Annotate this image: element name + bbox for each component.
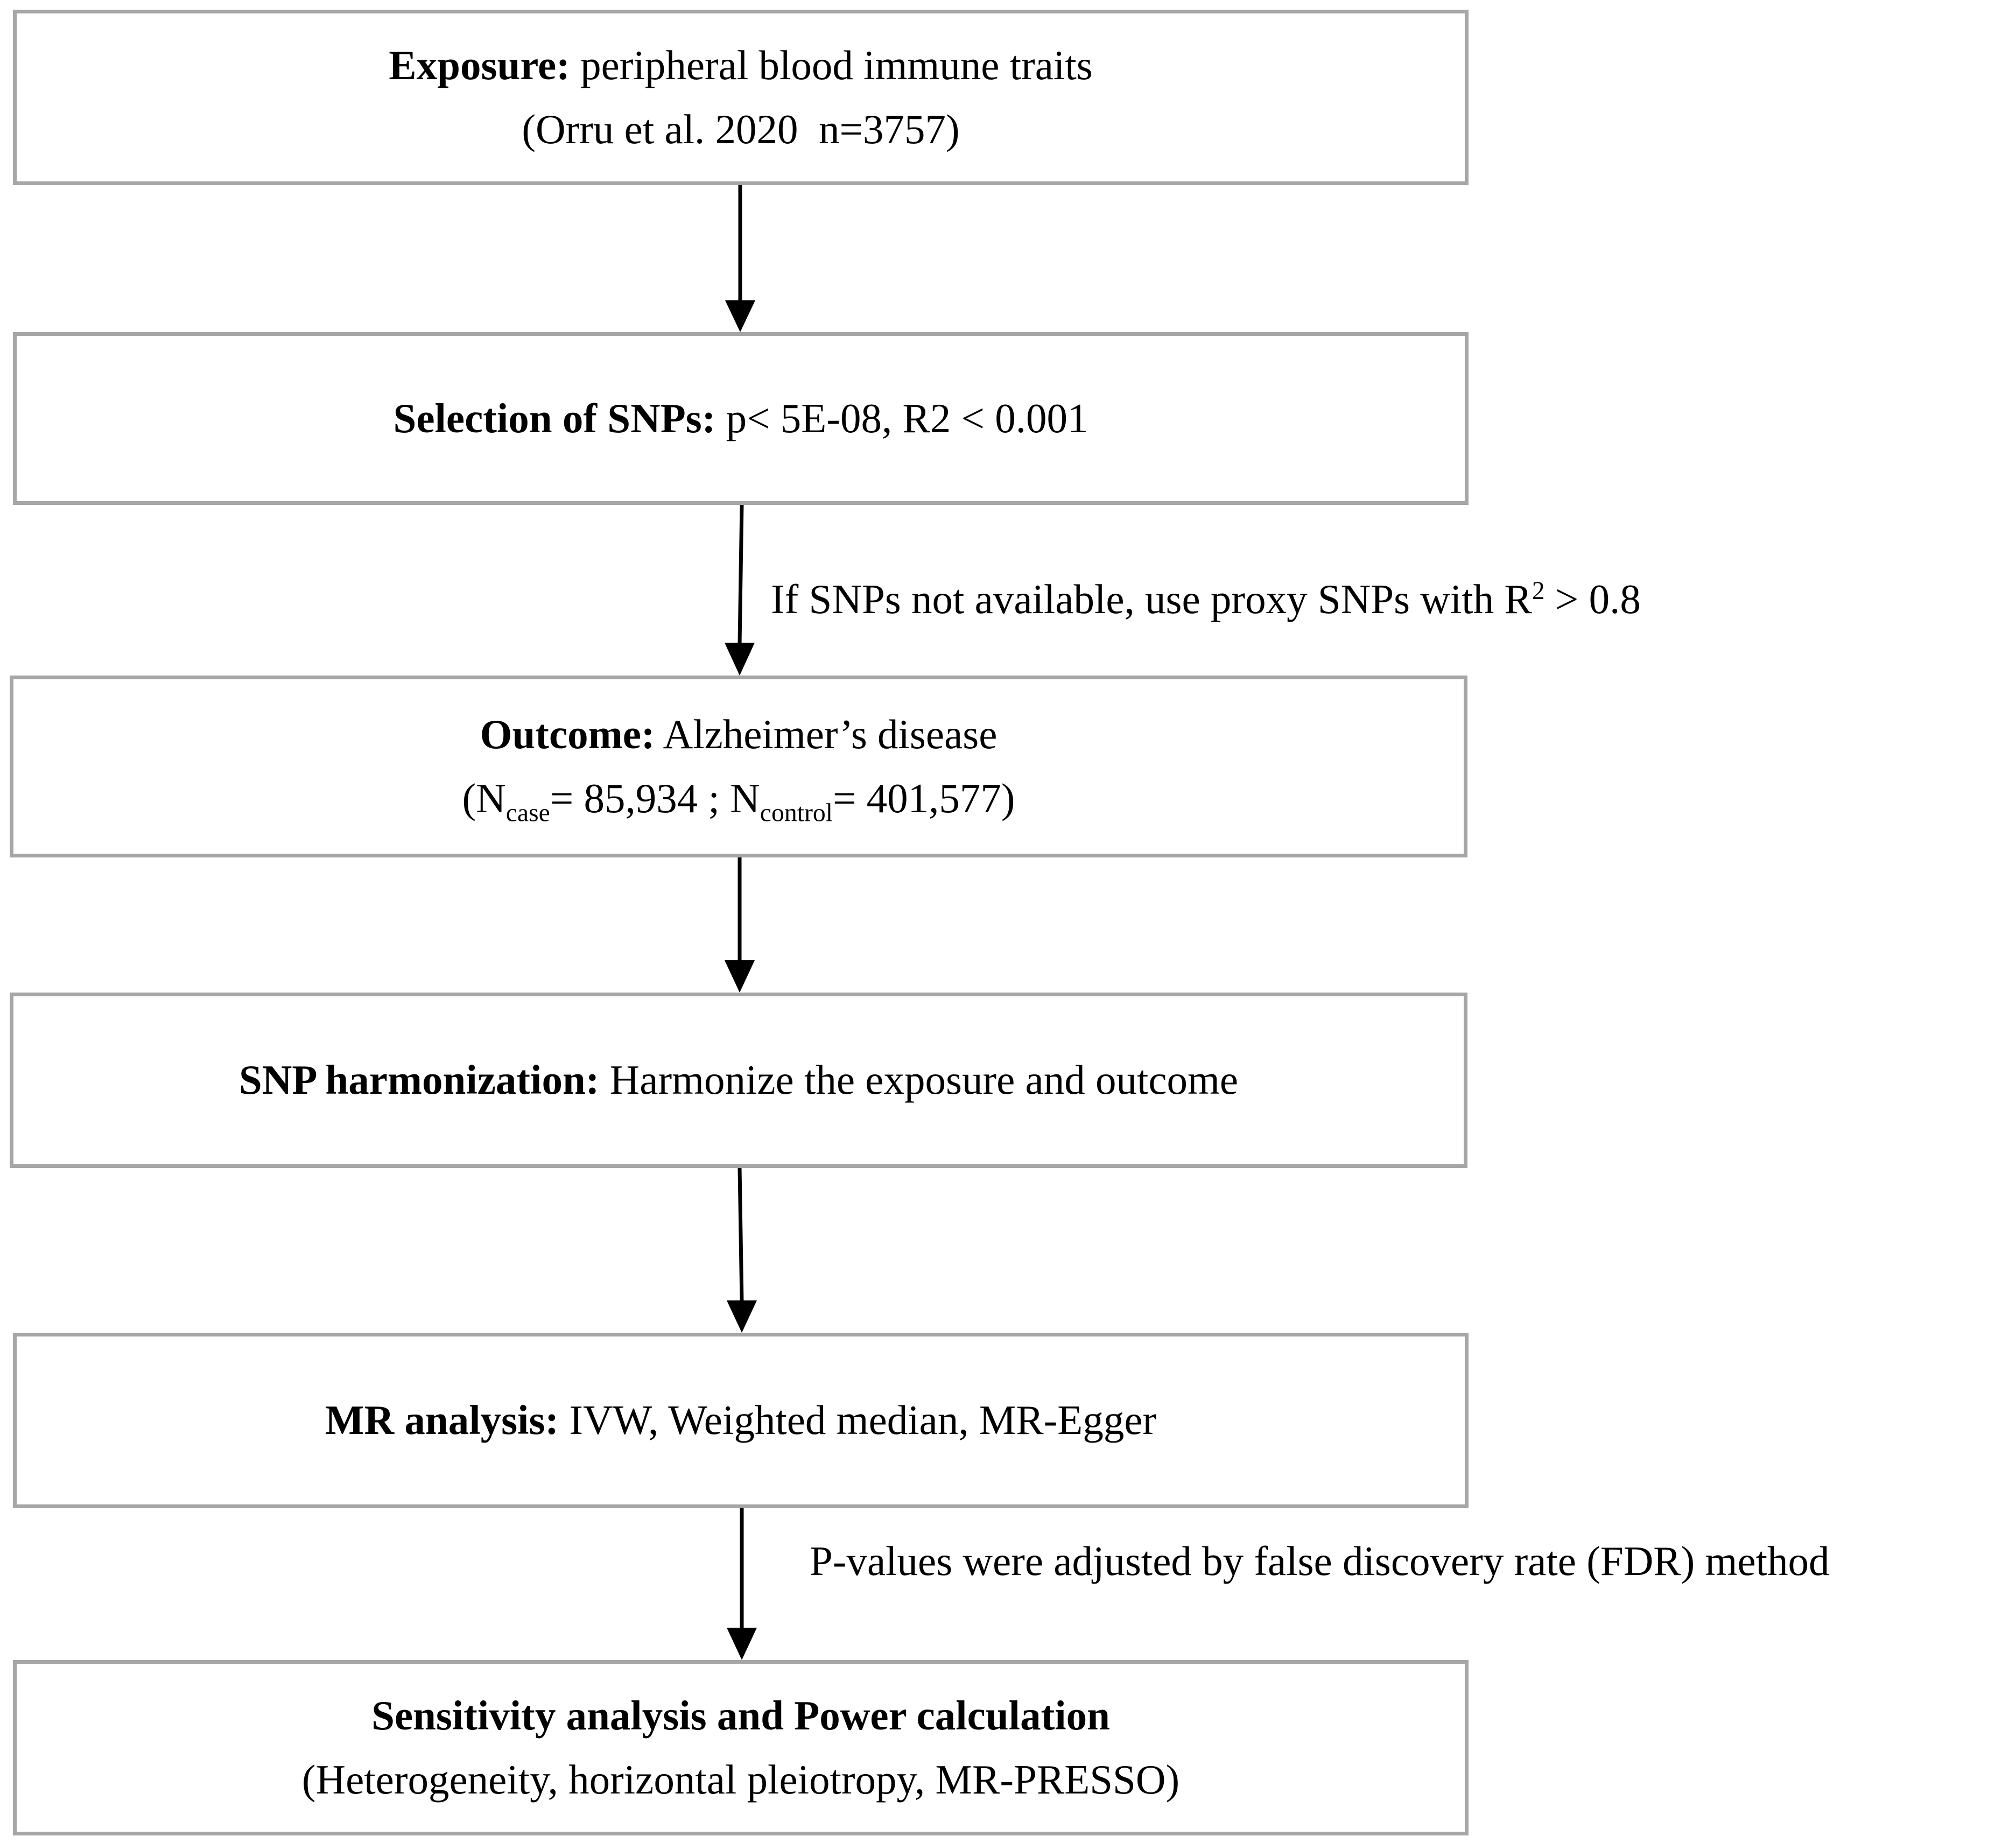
fdr-note: P-values were adjusted by false discover…: [810, 1540, 1830, 1582]
arrow-selection-to-outcome: [725, 504, 755, 676]
outcome-line-2: (Ncase= 85,934 ; Ncontrol= 401,577): [462, 766, 1015, 831]
proxy-note-suffix: > 0.8: [1544, 576, 1641, 622]
outcome-text: Alzheimer’s disease: [663, 711, 998, 757]
sensitivity-box: Sensitivity analysis and Power calculati…: [13, 1660, 1469, 1835]
harmonization-text: Harmonize the exposure and outcome: [609, 1057, 1239, 1103]
fdr-note-text: P-values were adjusted by false discover…: [810, 1538, 1830, 1584]
harmonization-line: SNP harmonization: Harmonize the exposur…: [239, 1048, 1238, 1112]
arrow-harmonization-to-mr-analysis: [727, 1167, 757, 1333]
sensitivity-label: Sensitivity analysis and Power calculati…: [371, 1692, 1110, 1739]
mr-analysis-text: IVW, Weighted median, MR-Egger: [569, 1397, 1157, 1444]
outcome-line-1: Outcome: Alzheimer’s disease: [480, 702, 998, 766]
mr-analysis-label: MR analysis:: [325, 1397, 559, 1444]
mr-analysis-line: MR analysis: IVW, Weighted median, MR-Eg…: [325, 1388, 1156, 1452]
exposure-label: Exposure:: [389, 41, 570, 88]
exposure-text: peripheral blood immune traits: [580, 41, 1093, 88]
exposure-box: Exposure: peripheral blood immune traits…: [13, 10, 1469, 185]
outcome-control-subscript: control: [760, 798, 833, 827]
outcome-open: (N: [462, 775, 506, 821]
harmonization-box: SNP harmonization: Harmonize the exposur…: [10, 993, 1467, 1168]
mr-analysis-box: MR analysis: IVW, Weighted median, MR-Eg…: [13, 1333, 1469, 1508]
outcome-control-value: = 401,577): [832, 775, 1015, 821]
sensitivity-line-1: Sensitivity analysis and Power calculati…: [371, 1684, 1110, 1748]
sensitivity-line-2: (Heterogeneity, horizontal pleiotropy, M…: [301, 1756, 1180, 1803]
proxy-note-text: If SNPs not available, use proxy SNPs wi…: [771, 576, 1532, 622]
proxy-note-superscript: 2: [1532, 576, 1545, 605]
outcome-label: Outcome:: [480, 711, 655, 757]
outcome-box: Outcome: Alzheimer’s disease (Ncase= 85,…: [10, 676, 1467, 857]
exposure-line-2: (Orru et al. 2020 n=3757): [522, 106, 960, 152]
selection-text: p< 5E-08, R2 < 0.001: [726, 395, 1088, 441]
selection-label: Selection of SNPs:: [393, 395, 716, 441]
arrow-exposure-to-selection: [725, 185, 755, 332]
selection-box: Selection of SNPs: p< 5E-08, R2 < 0.001: [13, 332, 1469, 505]
outcome-case-subscript: case: [505, 798, 550, 827]
outcome-case-value: = 85,934 ; N: [550, 775, 760, 821]
proxy-note: If SNPs not available, use proxy SNPs wi…: [771, 576, 1641, 622]
exposure-line-1: Exposure: peripheral blood immune traits: [389, 33, 1092, 97]
arrow-outcome-to-harmonization: [725, 857, 755, 993]
arrow-mr-analysis-to-sensitivity: [727, 1508, 757, 1660]
harmonization-label: SNP harmonization:: [238, 1057, 600, 1103]
selection-line: Selection of SNPs: p< 5E-08, R2 < 0.001: [394, 386, 1088, 451]
